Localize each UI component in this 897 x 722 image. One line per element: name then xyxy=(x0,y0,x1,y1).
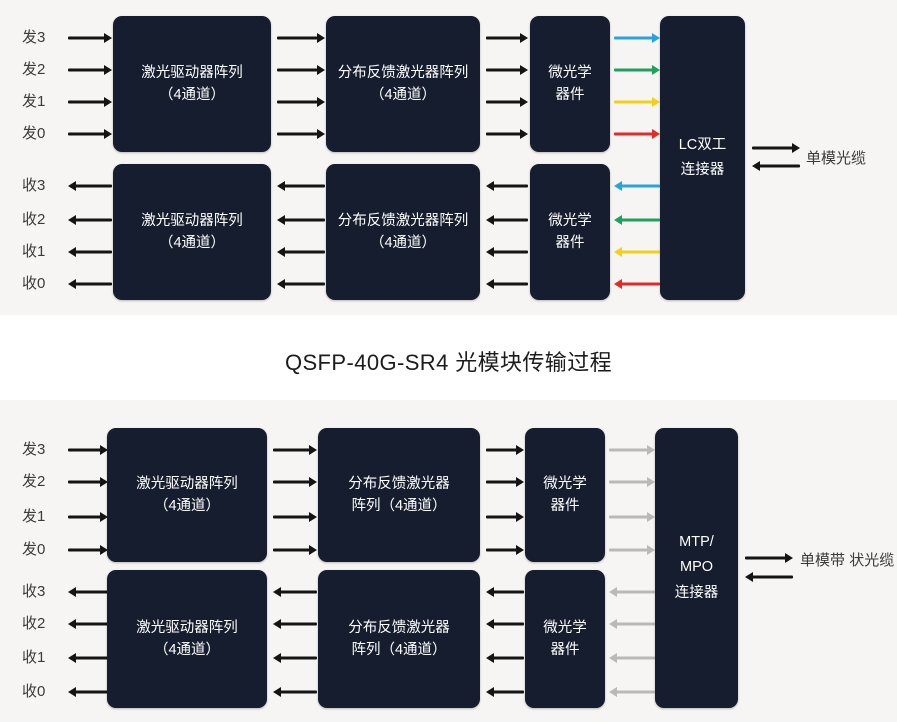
block-line-2: （4通道） xyxy=(153,642,221,658)
top-rx-laser-driver-array-block: 激光驱动器阵列 （4通道） xyxy=(113,164,271,300)
top-diagram-panel: 发3 发2 发1 发0 收3 收2 收1 收0 激光驱动器阵列 （4通道） 激光… xyxy=(0,0,897,315)
block-line-2: （4通道） xyxy=(158,87,226,103)
connector-line-2: 连接器 xyxy=(680,162,725,178)
bottom-cable-label-line-1: 单模带 xyxy=(800,552,846,569)
top-rx-micro-optics-block: 微光学 器件 xyxy=(530,164,610,300)
block-line-2: 器件 xyxy=(555,235,585,251)
rx-port-label-2: 收2 xyxy=(22,615,46,632)
block-line-1: 激光驱动器阵列 xyxy=(141,64,243,81)
top-cable-label: 单模光缆 xyxy=(806,150,867,167)
block-line-1: 微光学 xyxy=(543,619,587,636)
figure-title: QSFP-40G-SR4 光模块传输过程 xyxy=(284,350,613,375)
connector-line-2: MPO xyxy=(679,559,714,576)
rx-port-label-0: 收0 xyxy=(22,683,46,700)
block-line-1: 分布反馈激光器阵列 xyxy=(337,212,469,229)
block-line-1: 激光驱动器阵列 xyxy=(141,212,243,229)
block-line-1: 分布反馈激光器 xyxy=(348,475,450,492)
block-line-2: （4通道） xyxy=(153,498,221,514)
block-line-1: 微光学 xyxy=(543,475,587,492)
bottom-diagram-panel: 发3 发2 发1 发0 收3 收2 收1 收0 激光驱动器阵列 （4通道） 激光… xyxy=(0,400,897,722)
bottom-rx-laser-driver-array-block: 激光驱动器阵列 （4通道） xyxy=(107,570,267,708)
top-tx-dfb-laser-array-block: 分布反馈激光器阵列 （4通道） xyxy=(326,16,480,152)
connector-line-1: MTP/ xyxy=(679,533,714,550)
rx-port-label-2: 收2 xyxy=(22,211,46,228)
title-band: QSFP-40G-SR4 光模块传输过程 xyxy=(0,315,897,400)
tx-port-label-2: 发2 xyxy=(22,61,46,78)
block-line-1: 分布反馈激光器阵列 xyxy=(337,64,469,81)
bottom-cable-label-line-2: 状光缆 xyxy=(849,552,895,569)
tx-port-label-2: 发2 xyxy=(22,473,46,490)
block-line-2: 阵列（4通道） xyxy=(351,498,447,514)
connector-line-1: LC双工 xyxy=(678,136,727,153)
tx-port-label-0: 发0 xyxy=(22,125,46,142)
tx-port-label-0: 发0 xyxy=(22,541,46,558)
block-line-1: 分布反馈激光器 xyxy=(348,619,450,636)
bottom-rx-dfb-laser-array-block: 分布反馈激光器 阵列（4通道） xyxy=(318,570,480,708)
tx-port-label-3: 发3 xyxy=(22,29,46,46)
block-line-1: 激光驱动器阵列 xyxy=(136,619,238,636)
rx-port-label-3: 收3 xyxy=(22,177,46,194)
mtp-mpo-connector-block: MTP/ MPO 连接器 xyxy=(655,428,738,708)
bottom-cable-label: 单模带 状光缆 xyxy=(800,550,894,572)
top-rx-dfb-laser-array-block: 分布反馈激光器阵列 （4通道） xyxy=(326,164,480,300)
bottom-rx-micro-optics-block: 微光学 器件 xyxy=(525,570,605,708)
block-line-1: 微光学 xyxy=(548,64,592,81)
rx-port-label-1: 收1 xyxy=(22,243,46,260)
block-line-2: 器件 xyxy=(555,87,585,103)
block-line-2: （4通道） xyxy=(369,87,437,103)
top-tx-laser-driver-array-block: 激光驱动器阵列 （4通道） xyxy=(113,16,271,152)
block-line-1: 微光学 xyxy=(548,212,592,229)
bottom-tx-laser-driver-array-block: 激光驱动器阵列 （4通道） xyxy=(107,428,267,562)
top-tx-micro-optics-block: 微光学 器件 xyxy=(530,16,610,152)
block-line-2: 阵列（4通道） xyxy=(351,642,447,658)
bottom-tx-micro-optics-block: 微光学 器件 xyxy=(525,428,605,562)
rx-port-label-3: 收3 xyxy=(22,583,46,600)
block-line-2: （4通道） xyxy=(158,235,226,251)
block-line-2: （4通道） xyxy=(369,235,437,251)
tx-port-label-1: 发1 xyxy=(22,508,46,525)
connector-line-3: 连接器 xyxy=(674,584,719,601)
block-line-2: 器件 xyxy=(550,642,580,658)
tx-port-label-1: 发1 xyxy=(22,93,46,110)
block-line-2: 器件 xyxy=(550,498,580,514)
tx-port-label-3: 发3 xyxy=(22,441,46,458)
bottom-tx-dfb-laser-array-block: 分布反馈激光器 阵列（4通道） xyxy=(318,428,480,562)
lc-duplex-connector-block: LC双工 连接器 xyxy=(660,16,745,300)
rx-port-label-1: 收1 xyxy=(22,649,46,666)
rx-port-label-0: 收0 xyxy=(22,275,46,292)
block-line-1: 激光驱动器阵列 xyxy=(136,475,238,492)
